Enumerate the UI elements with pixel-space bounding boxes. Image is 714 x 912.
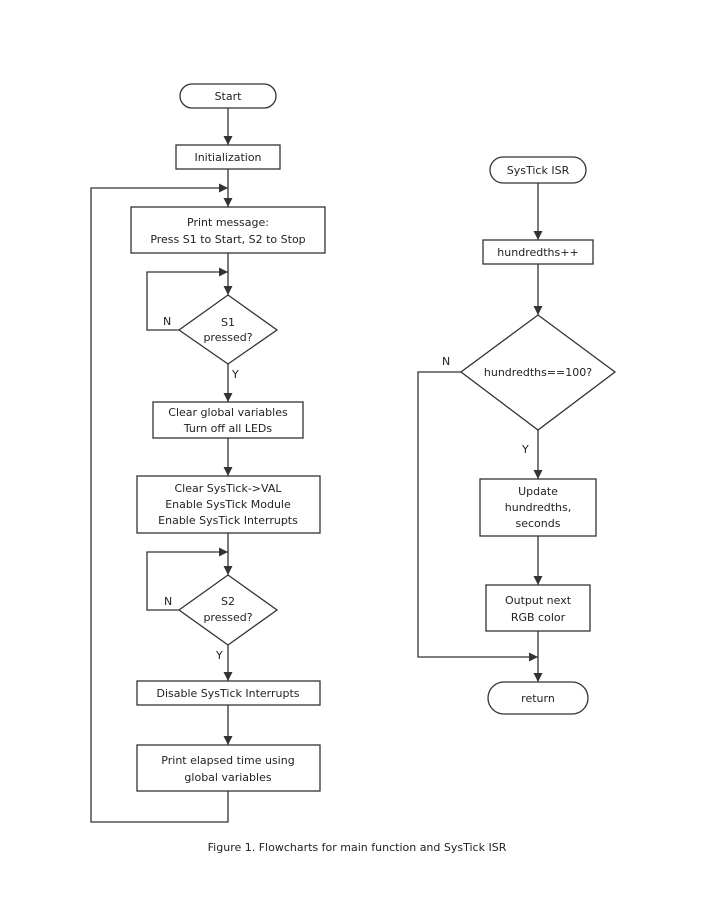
systick-line3: Enable SysTick Interrupts bbox=[158, 514, 298, 527]
disable-label: Disable SysTick Interrupts bbox=[156, 687, 299, 700]
decision-yes-label: Y bbox=[521, 443, 529, 456]
output-line1: Output next bbox=[505, 594, 572, 607]
s2-line2: pressed? bbox=[203, 611, 252, 624]
s2-decision bbox=[177, 574, 279, 646]
return-terminator bbox=[487, 681, 589, 715]
edge-main-loop-back bbox=[90, 183, 229, 823]
systick-line2: Enable SysTick Module bbox=[165, 498, 291, 511]
update-line3: seconds bbox=[516, 517, 561, 530]
hundredths-decision-label: hundredths==100? bbox=[484, 366, 592, 379]
print-message-box bbox=[130, 206, 326, 254]
decision-no-label: N bbox=[442, 355, 450, 368]
print-message-line2: Press S1 to Start, S2 to Stop bbox=[150, 233, 305, 246]
s1-line1: S1 bbox=[221, 316, 235, 329]
isr-flowchart: SysTick ISR hundredths++ hundredths==100… bbox=[417, 156, 617, 715]
output-box bbox=[485, 584, 591, 632]
main-start-label: Start bbox=[215, 90, 243, 103]
s1-decision bbox=[177, 294, 279, 365]
systick-line1: Clear SysTick->VAL bbox=[174, 482, 282, 495]
update-line2: hundredths, bbox=[505, 501, 571, 514]
print-time-line2: global variables bbox=[184, 771, 271, 784]
s2-yes-label: Y bbox=[215, 649, 223, 662]
inc-box bbox=[482, 239, 594, 265]
main-flowchart: Start Initialization Print message: Pres… bbox=[90, 83, 326, 823]
print-time-box bbox=[136, 744, 321, 792]
s2-line1: S2 bbox=[221, 595, 235, 608]
edge-decision-no bbox=[417, 371, 538, 662]
s1-yes-label: Y bbox=[231, 368, 239, 381]
inc-label: hundredths++ bbox=[497, 246, 578, 259]
print-time-line1: Print elapsed time using bbox=[161, 754, 294, 767]
clear-line1: Clear global variables bbox=[168, 406, 288, 419]
s1-line2: pressed? bbox=[203, 331, 252, 344]
figure-caption: Figure 1. Flowcharts for main function a… bbox=[208, 841, 507, 854]
update-line1: Update bbox=[518, 485, 558, 498]
edge-s1-no-loop bbox=[146, 267, 228, 331]
isr-start-label: SysTick ISR bbox=[507, 164, 570, 177]
clear-line2: Turn off all LEDs bbox=[183, 422, 273, 435]
edge-s2-no-loop bbox=[146, 547, 228, 611]
disable-box bbox=[136, 680, 321, 706]
s2-no-label: N bbox=[164, 595, 172, 608]
return-label: return bbox=[521, 692, 555, 705]
init-box bbox=[175, 144, 281, 170]
update-box bbox=[479, 478, 597, 537]
print-message-line1: Print message: bbox=[187, 216, 269, 229]
init-label: Initialization bbox=[194, 151, 261, 164]
s1-no-label: N bbox=[163, 315, 171, 328]
output-line2: RGB color bbox=[511, 611, 566, 624]
